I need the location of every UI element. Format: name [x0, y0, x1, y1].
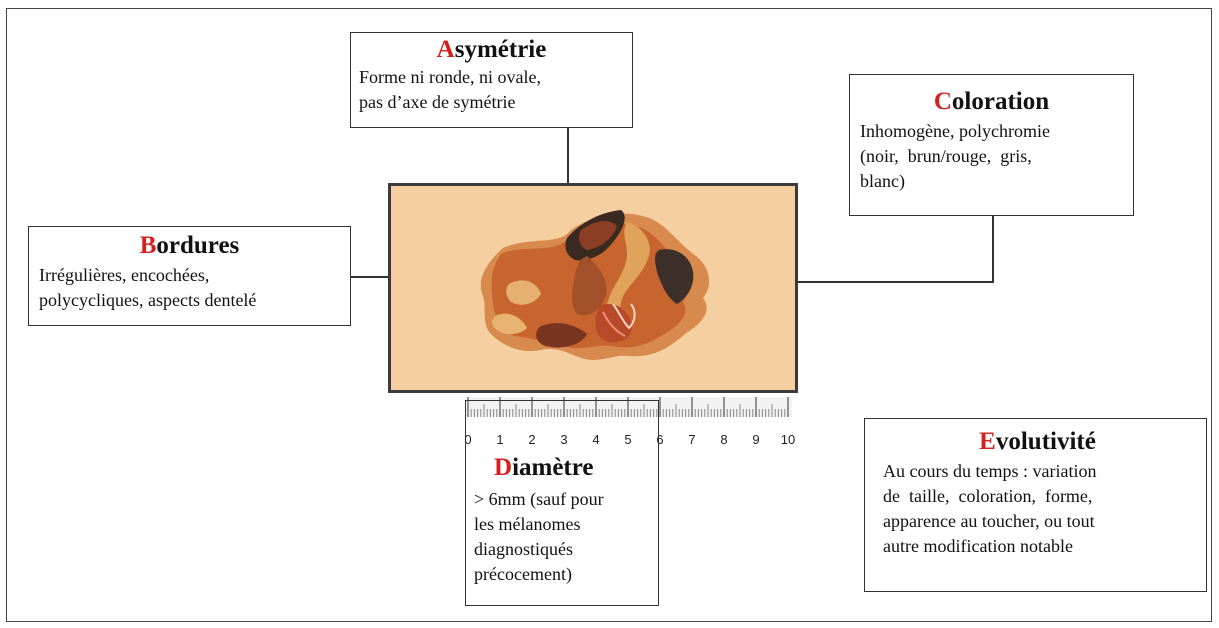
borders-text-line-2: polycycliques, aspects dentelé: [39, 288, 340, 313]
ruler-label: 7: [686, 432, 698, 447]
borders-title: Bordures: [39, 233, 340, 259]
coloration-box: Coloration Inhomogène, polychromie (noir…: [849, 74, 1134, 216]
evolution-text-line-2: de taille, coloration, forme,: [883, 484, 1192, 509]
diameter-text-line-1: > 6mm (sauf pour: [474, 487, 650, 512]
borders-text-line-1: Irrégulières, encochées,: [39, 263, 340, 288]
coloration-text-line-3: blanc): [860, 169, 1123, 194]
coloration-connector-v: [992, 215, 994, 283]
diameter-box: Diamètre > 6mm (sauf pour les mélanomes …: [465, 400, 659, 606]
lesion-panel: [388, 183, 798, 393]
coloration-text-line-1: Inhomogène, polychromie: [860, 119, 1123, 144]
diameter-text-line-4: précocement): [474, 562, 650, 587]
borders-box: Bordures Irrégulières, encochées, polycy…: [28, 226, 351, 326]
evolution-text-line-3: apparence au toucher, ou tout: [883, 509, 1192, 534]
evolution-box: Evolutivité Au cours du temps : variatio…: [864, 418, 1207, 592]
asymmetry-text-line-2: pas d’axe de symétrie: [359, 90, 624, 115]
evolution-title: Evolutivité: [883, 429, 1192, 455]
asymmetry-title: Asymétrie: [359, 37, 624, 63]
coloration-title: Coloration: [860, 89, 1123, 115]
diameter-title: Diamètre: [474, 455, 650, 481]
coloration-text-line-2: (noir, brun/rouge, gris,: [860, 144, 1123, 169]
asymmetry-text-line-1: Forme ni ronde, ni ovale,: [359, 65, 624, 90]
ruler-label: 8: [718, 432, 730, 447]
evolution-text-line-4: autre modification notable: [883, 534, 1192, 559]
ruler-label: 10: [779, 432, 797, 447]
diameter-text-line-2: les mélanomes: [474, 512, 650, 537]
diameter-text-line-3: diagnostiqués: [474, 537, 650, 562]
asymmetry-box: Asymétrie Forme ni ronde, ni ovale, pas …: [350, 32, 633, 128]
evolution-text-line-1: Au cours du temps : variation: [883, 459, 1192, 484]
melanoma-lesion-illustration: [391, 186, 795, 390]
ruler-label: 9: [750, 432, 762, 447]
